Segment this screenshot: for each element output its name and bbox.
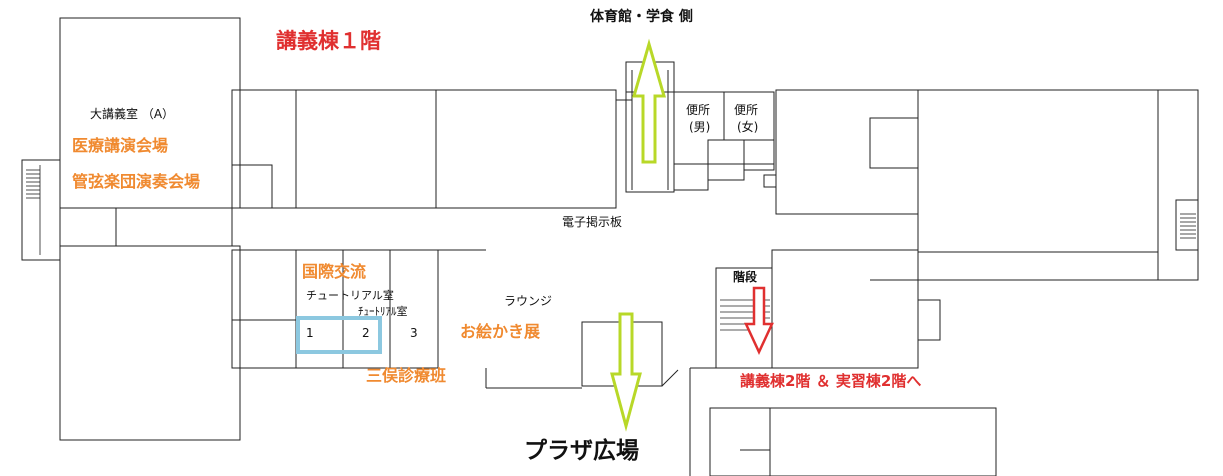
large-hall-upper [59, 17, 241, 209]
upstairs-note: 講義棟2階 ＆ 実習棟2階へ [740, 372, 922, 390]
bulletin-board-label: 電子掲示板 [562, 215, 623, 229]
event-medical-lecture: 医療講演会場 [72, 136, 169, 155]
room-number-1: 1 [306, 326, 314, 340]
direction-bottom-label: プラザ広場 [524, 438, 639, 464]
toilet-female-label: 便所 [734, 103, 759, 117]
event-drawing: お絵かき展 [460, 322, 541, 341]
highlight-tutorial-box [296, 316, 382, 354]
tutorial-room-label: チュートリアル室 [306, 289, 394, 302]
right-room-1 [775, 89, 919, 215]
arrow-down-icon [610, 312, 642, 432]
event-orchestra: 管弦楽団演奏会場 [72, 172, 201, 191]
bottom-annex [769, 407, 997, 476]
direction-top-label: 体育館・学食 側 [590, 9, 693, 25]
large-hall-lower [59, 245, 241, 441]
large-hall-label: 大講義室 （A） [90, 107, 175, 121]
right-lower-room [771, 249, 919, 369]
toilet-male-label: 便所 [686, 103, 711, 117]
right-stairs [1175, 199, 1199, 251]
toilet-female-sub: (女) [737, 120, 759, 134]
lounge-label: ラウンジ [504, 294, 553, 308]
tutorial-room-3-label: ﾁｭｰﾄﾘｱﾙ室 [358, 305, 408, 318]
room-upper-1 [295, 89, 437, 209]
stairs-label: 階段 [733, 270, 758, 284]
left-stairs [21, 159, 61, 261]
toilet-male-sub: (男) [689, 120, 711, 134]
stairs-arrow-icon [744, 286, 774, 355]
room-number-3: 3 [410, 326, 418, 340]
room-number-2: 2 [362, 326, 370, 340]
arrow-up-icon [632, 38, 666, 164]
event-international: 国際交流 [302, 262, 367, 281]
page-title: 講義棟１階 [276, 29, 381, 53]
right-room-2 [917, 89, 1159, 253]
room-upper-2 [435, 89, 617, 209]
event-mitsumata: 三俣診療班 [366, 366, 447, 385]
